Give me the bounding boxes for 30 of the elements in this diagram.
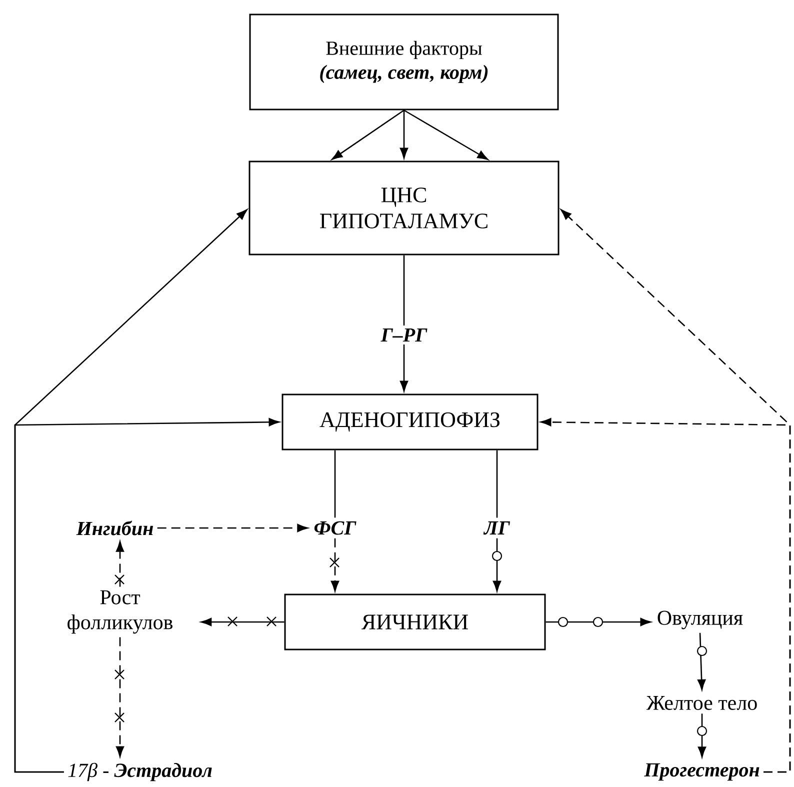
arrow	[400, 110, 408, 159]
process-box: ЯИЧНИКИ	[284, 594, 546, 650]
arrow	[492, 538, 502, 592]
arrow	[157, 524, 308, 532]
node-text: ЛГ	[483, 521, 510, 535]
process-box: ЦНС ГИПОТАЛАМУС	[248, 160, 560, 256]
node-text: Желтое тело	[646, 696, 757, 710]
arrow	[14, 418, 280, 773]
arrow	[200, 616, 284, 627]
node-text: Рост фолликулов	[68, 590, 172, 634]
node-text: ФСГ	[314, 521, 356, 535]
process-box: АДЕНОГИПОФИЗ	[282, 394, 538, 450]
connector-line	[496, 450, 498, 518]
arrow	[114, 541, 125, 587]
node-text: Прогестерон	[644, 763, 760, 781]
arrow	[114, 637, 125, 757]
node-text: Овуляция	[658, 610, 743, 630]
edge-label: Г–РГ	[378, 325, 430, 345]
arrow	[696, 714, 708, 758]
arrow	[332, 110, 404, 160]
process-box: Внешние факторы (самец, свет, корм)	[249, 14, 559, 110]
arrow	[404, 110, 488, 160]
arrow	[546, 616, 651, 628]
arrow	[696, 632, 708, 690]
arrow	[329, 538, 340, 592]
node-text: 17β - Эстрадиол	[68, 762, 212, 782]
arrow	[400, 255, 408, 392]
connector-line	[334, 450, 336, 518]
node-text: Ингибин	[76, 520, 154, 536]
arrow	[540, 418, 791, 773]
